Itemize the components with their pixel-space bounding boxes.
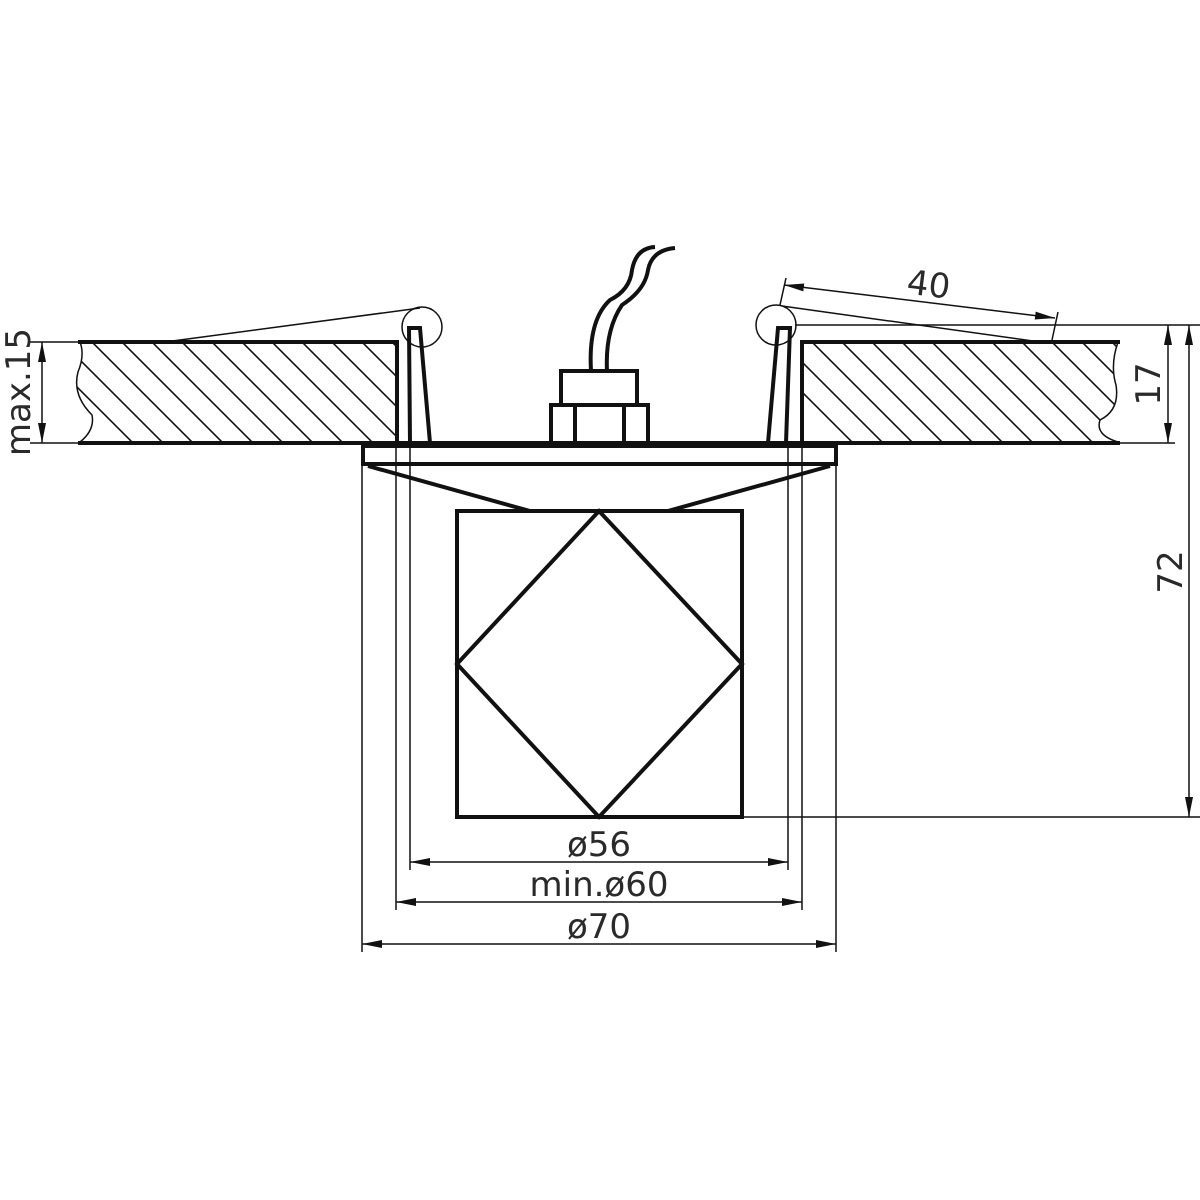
dim-body-diameter: ø56 [567,825,631,865]
hatching-right [802,342,1118,442]
dimension-lines [38,283,1193,948]
dim-clip-length: 40 [905,263,953,308]
dim-ceiling-thickness: max.15 [0,328,39,456]
hatching-left [76,342,397,442]
dim-cutout-diameter: min.ø60 [530,865,669,905]
dim-total-height: 72 [1151,550,1191,593]
extension-lines [30,277,1200,952]
ceiling-right [800,340,1120,445]
spring-clip-left [164,306,443,444]
crystal-cube [454,508,745,820]
dim-clip-height: 17 [1129,362,1169,405]
dim-flange-diameter: ø70 [567,907,631,947]
power-cable [588,245,676,372]
terminal-block [549,369,650,445]
trim-ring [80,441,1120,513]
